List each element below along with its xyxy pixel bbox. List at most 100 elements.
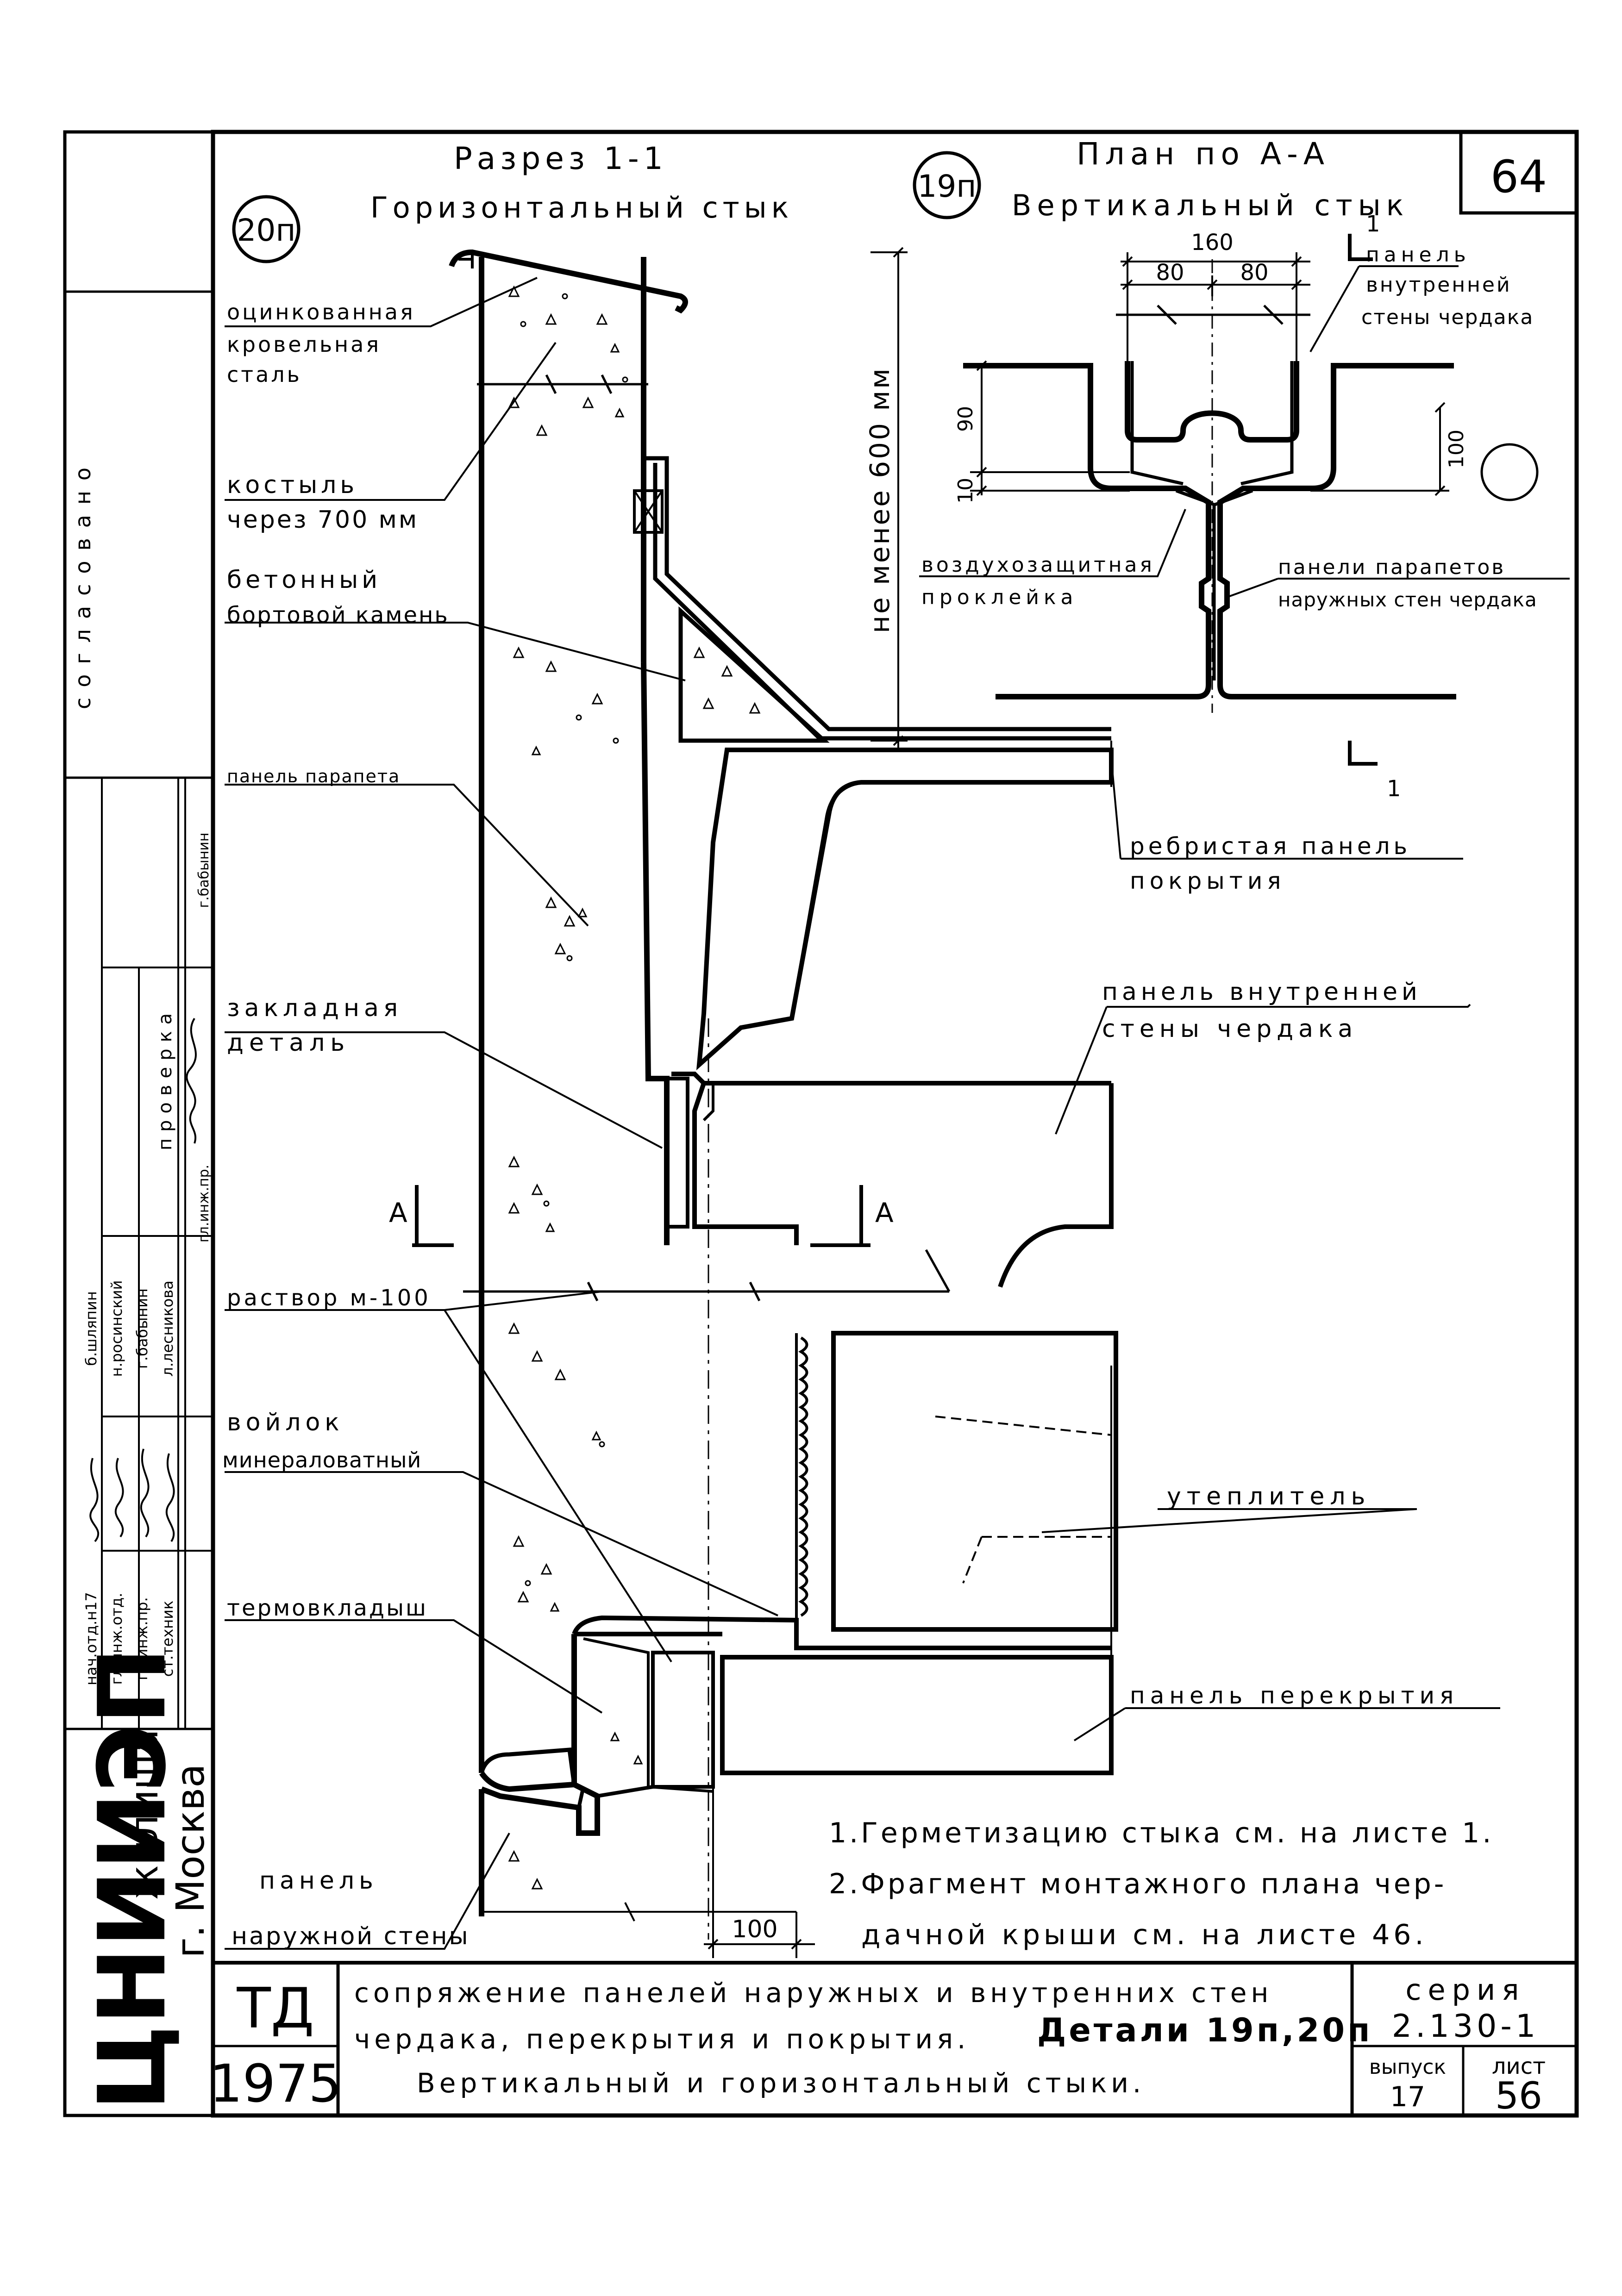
issue-value: 17	[1390, 2081, 1425, 2113]
plan-dim-80-right: 80	[1240, 260, 1268, 286]
label-steel-1: оцинкованная	[227, 299, 415, 324]
label-steel-3: сталь	[227, 362, 302, 387]
section-badge: 20п	[237, 212, 295, 248]
cut-a-right: А	[875, 1197, 894, 1229]
plan-dim-100: 100	[1445, 430, 1468, 468]
label-ribbed-panel-2: покрытия	[1130, 867, 1285, 894]
corner-number: 64	[1490, 151, 1547, 203]
org-city: г. Москва	[168, 1764, 213, 1958]
sheet-frame	[63, 130, 1579, 2118]
series-value: 2.130-1	[1392, 2008, 1539, 2045]
signatures	[89, 1448, 175, 1542]
embedded-part	[665, 1077, 689, 1229]
series-label: серия	[1405, 1973, 1525, 2007]
title-desc-2b: Детали 19п,20п	[1037, 2011, 1372, 2049]
sheet-label: лист	[1492, 2053, 1546, 2079]
org-name: жилища	[121, 1729, 167, 1900]
insulation-block	[831, 1331, 1118, 1632]
note-3: дачной крыши см. на листе 46.	[861, 1919, 1428, 1951]
plan-parapet-2: наружных стен чердака	[1278, 588, 1537, 611]
agreed-label: согласовано	[70, 457, 95, 709]
name-1: б.шляпин	[82, 1291, 100, 1366]
plan-cut-top: 1	[1366, 211, 1380, 237]
role-1: нач.отд.н17	[82, 1592, 100, 1685]
curb-stone	[678, 606, 830, 743]
label-mortar: раствор м-100	[227, 1285, 431, 1311]
note-1: 1.Герметизацию стыка см. на листе 1.	[829, 1817, 1494, 1849]
plan-header: 19п План по А-А Вертикальный стык	[913, 136, 1409, 222]
label-floor-panel: панель перекрытия	[1130, 1682, 1459, 1709]
label-crutch-2: через 700 мм	[227, 506, 419, 534]
sheet-value: 56	[1495, 2074, 1542, 2117]
role-2: гл.инж.отд.	[108, 1593, 125, 1685]
plan-inner-panel-3: стены чердака	[1361, 306, 1534, 329]
label-insulation: утеплитель	[1167, 1483, 1371, 1510]
plan-circle-marker	[1480, 443, 1539, 501]
corner-number-box: 64	[1459, 132, 1577, 215]
plan-dim-10: 10	[954, 478, 977, 504]
section-title-2: Горизонтальный стык	[370, 191, 793, 225]
inner-attic-wall-panel	[671, 1072, 1114, 1288]
section-detail: не менее 600 мм 100 А А	[222, 247, 1500, 1958]
roofing-steel-cap	[449, 249, 688, 314]
label-felt-1: войлок	[227, 1409, 344, 1436]
issue-label: выпуск	[1369, 2055, 1446, 2079]
plan-parapet-1: панели парапетов	[1278, 555, 1505, 579]
label-steel-2: кровельная	[227, 332, 381, 357]
plan-air-seal-2: проклейка	[921, 586, 1078, 609]
ribbed-roof-panel	[696, 748, 1114, 1071]
label-curb-1: бетонный	[227, 566, 381, 594]
plan-detail: 160 80 80 90 10 100 1 1 панель внутренне…	[919, 211, 1570, 802]
label-thermal-insert: термовкладыш	[227, 1595, 428, 1621]
plan-title-1: План по А-А	[1077, 136, 1330, 172]
plan-dim-160: 160	[1191, 230, 1234, 256]
label-embedded-1: закладная	[227, 994, 402, 1022]
label-felt-2: минераловатный	[222, 1447, 421, 1472]
label-inner-attic-1: панель внутренней	[1102, 978, 1422, 1006]
bottom-dim-100: 100	[732, 1915, 777, 1943]
check-signature	[186, 1017, 197, 1144]
label-inner-attic-2: стены чердака	[1102, 1015, 1358, 1043]
note-2: 2.Фрагмент монтажного плана чер-	[829, 1868, 1447, 1900]
name-3: г.бабынин	[133, 1288, 151, 1369]
plan-cut-bottom: 1	[1387, 776, 1401, 802]
title-code: ТД	[236, 1977, 314, 2041]
org-logo: ЦНИИЭП	[79, 1647, 187, 2111]
title-year: 1975	[209, 2054, 341, 2114]
label-crutch-1: костыль	[227, 471, 358, 499]
title-desc-1: сопряжение панелей наружных и внутренних…	[354, 1977, 1272, 2009]
label-curb-2: бортовой камень	[227, 602, 449, 628]
plan-title-2: Вертикальный стык	[1012, 188, 1409, 222]
role-3: гл.инж.пр.	[133, 1597, 151, 1680]
label-ribbed-panel-1: ребристая панель	[1130, 833, 1411, 860]
plan-dim-90: 90	[954, 406, 977, 432]
concrete-speckle	[508, 285, 643, 1890]
plan-dim-80-left: 80	[1156, 260, 1184, 286]
section-header: 20п Разрез 1-1 Горизонтальный стык	[232, 141, 793, 263]
parapet-panel-body	[479, 257, 670, 1792]
role-4: ст.техник	[159, 1601, 176, 1677]
thermal-insert	[651, 1651, 715, 1789]
section-title-1: Разрез 1-1	[454, 141, 668, 176]
floor-panel	[720, 1655, 1114, 1775]
plan-air-seal-1: воздухозащитная	[921, 553, 1155, 577]
check-role: гл.инж.пр.	[196, 1165, 212, 1242]
left-strip: согласовано проверка гл.инж.пр. г.бабыни…	[65, 290, 213, 2111]
label-outer-wall-2: наружной стены	[232, 1922, 470, 1950]
plan-inner-panel-1: панель	[1366, 243, 1471, 267]
plan-inner-panel-2: внутренней	[1366, 273, 1512, 297]
label-parapet-panel: панель парапета	[227, 766, 400, 786]
label-outer-wall-1: панель	[259, 1867, 378, 1895]
name-4: л.лесникова	[159, 1280, 176, 1376]
title-block: ТД 1975 сопряжение панелей наружных и вн…	[209, 1961, 1577, 2117]
check-name: г.бабынин	[196, 832, 212, 908]
section-badge-circle	[232, 195, 301, 263]
plan-badge-circle	[913, 151, 981, 219]
plan-badge: 19п	[917, 168, 976, 204]
cut-a-left: А	[389, 1197, 407, 1229]
name-2: н.росинский	[108, 1280, 125, 1377]
check-header: проверка	[155, 1007, 176, 1150]
min-height-dim: не менее 600 мм	[864, 367, 896, 633]
label-embedded-2: деталь	[227, 1029, 350, 1057]
